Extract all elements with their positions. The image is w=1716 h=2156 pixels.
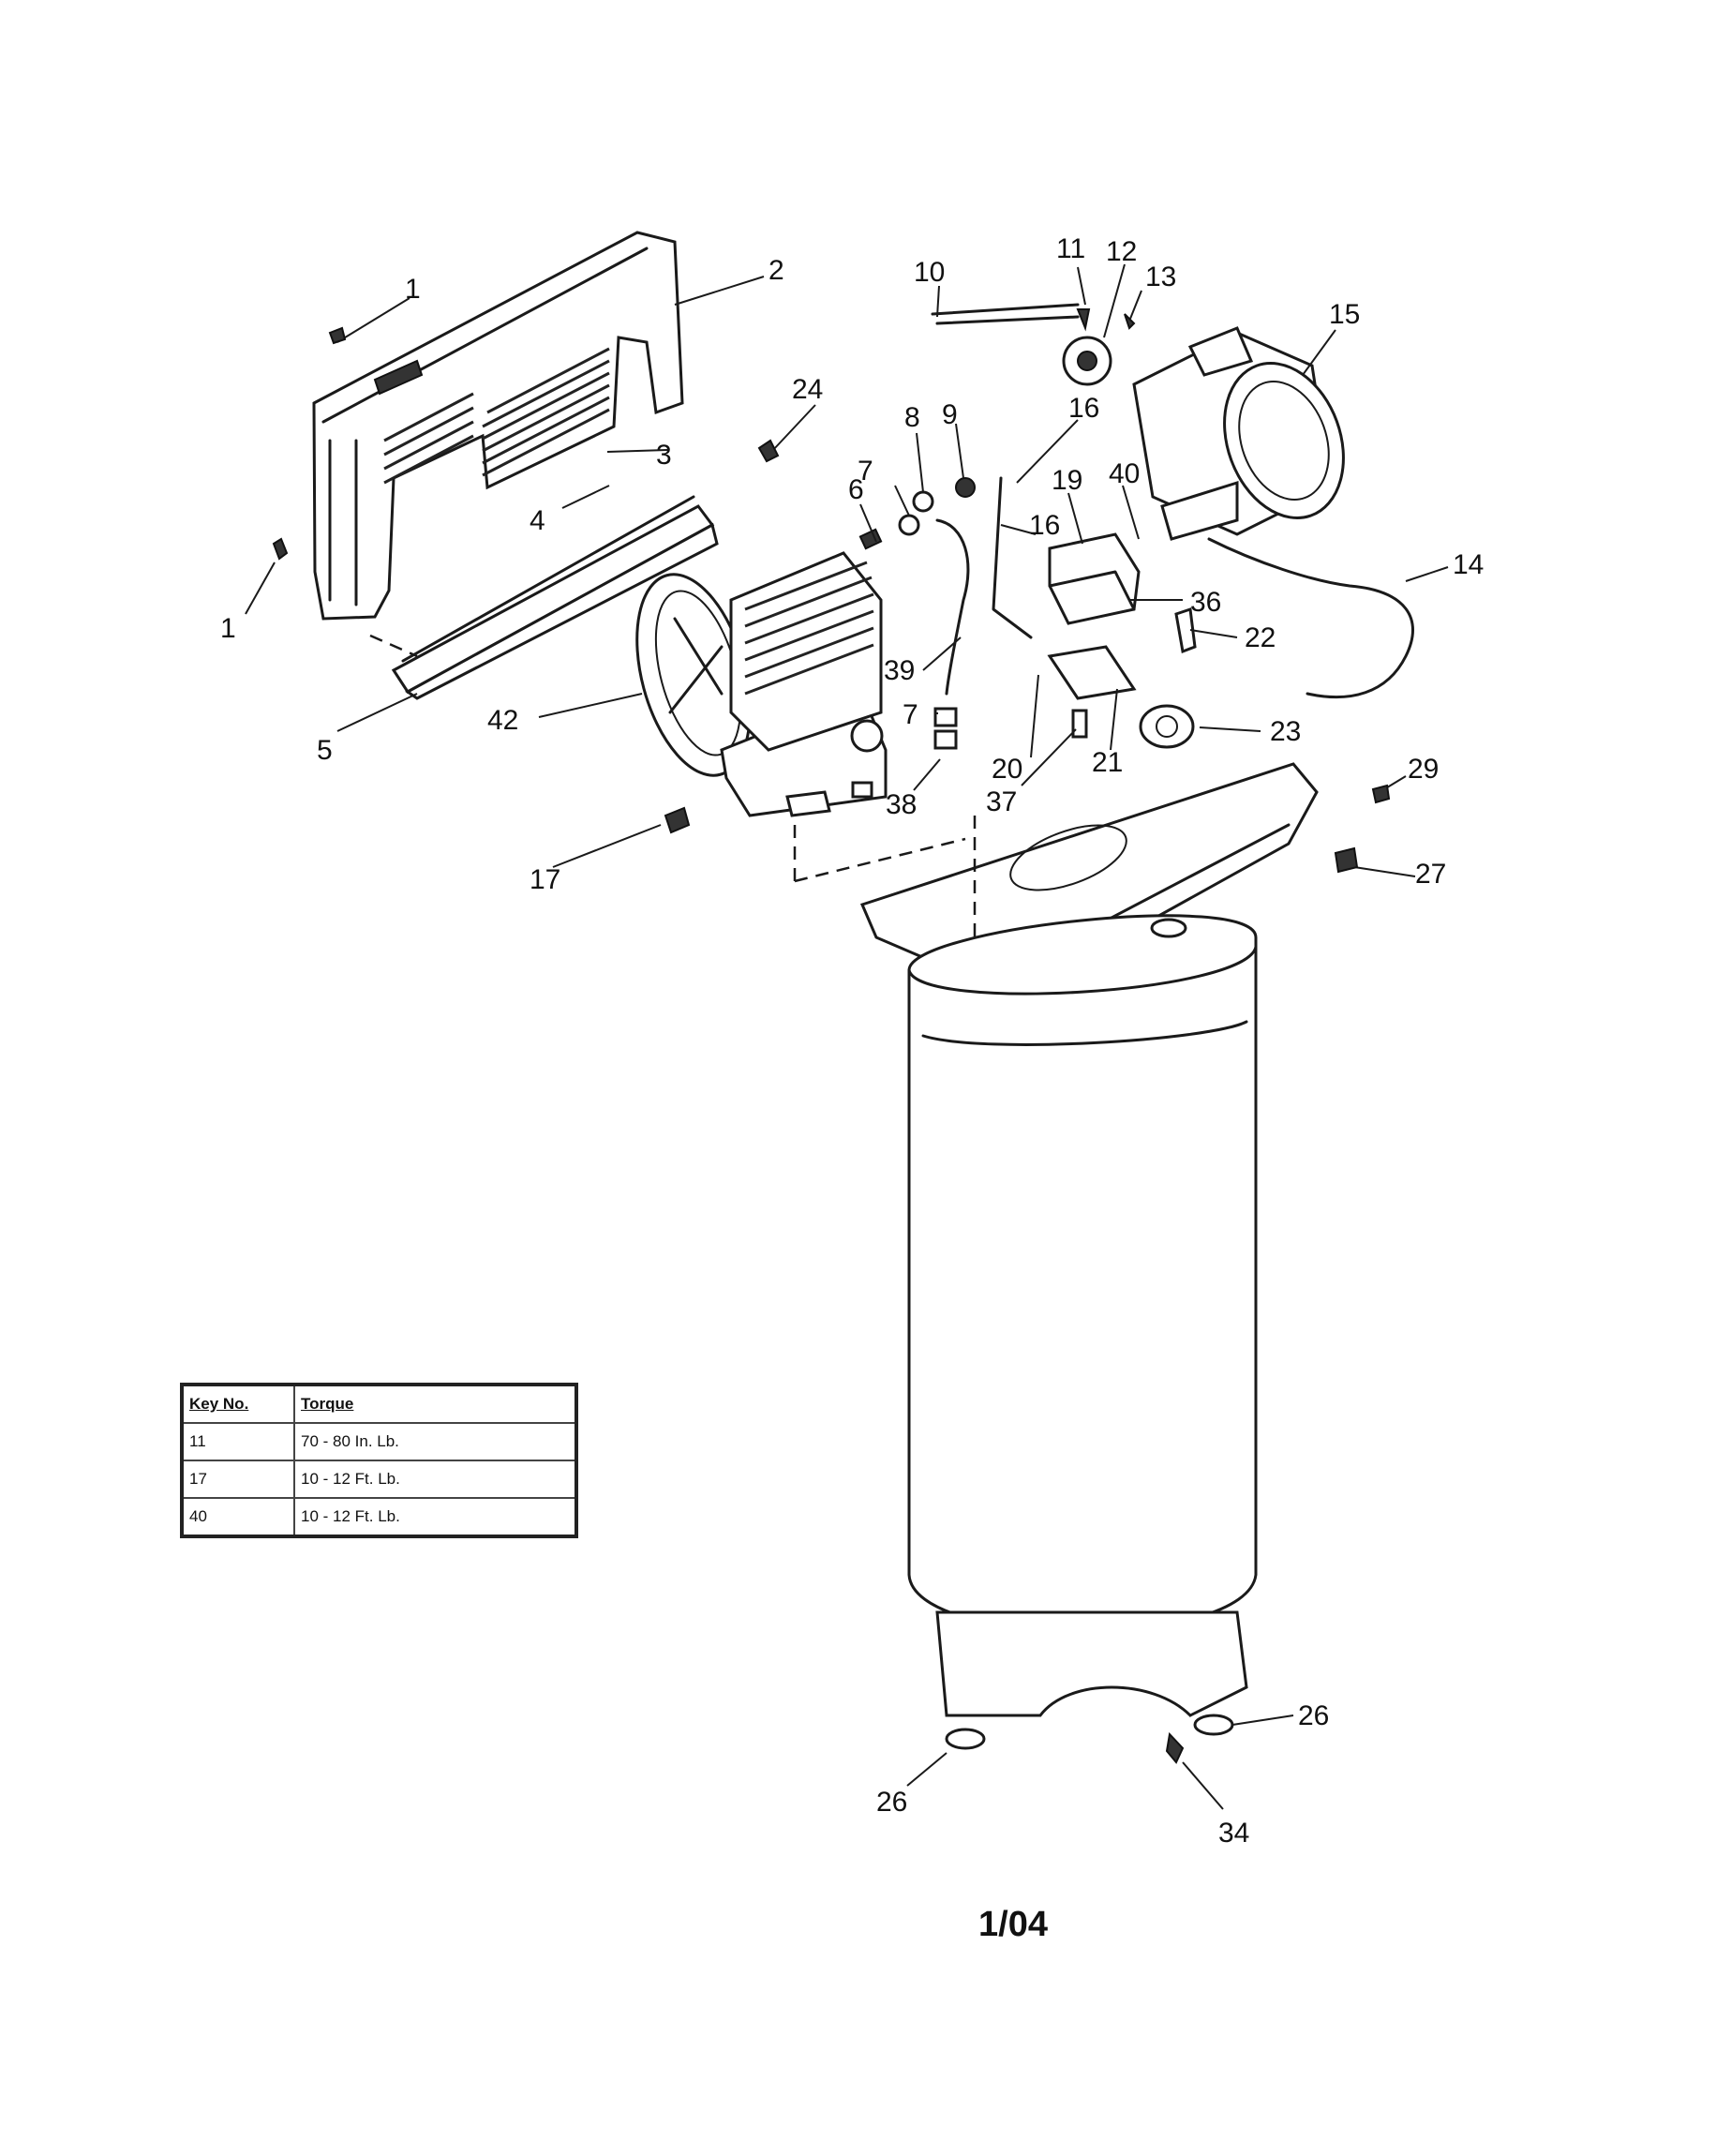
foot-pad (1193, 1714, 1234, 1736)
table-cell: 70 - 80 In. Lb. (293, 1422, 577, 1461)
callout: 4 (530, 505, 545, 536)
callout: 23 (1270, 716, 1301, 747)
callout: 26 (876, 1787, 907, 1818)
drain-valve (1165, 1731, 1185, 1764)
callout: 24 (792, 374, 823, 405)
callout: 37 (986, 786, 1017, 817)
table-row: 40 10 - 12 Ft. Lb. (181, 1497, 577, 1537)
callout: 8 (904, 402, 920, 433)
table-row: 17 10 - 12 Ft. Lb. (181, 1460, 577, 1499)
callout: 1 (405, 274, 421, 305)
table-cell: 17 (181, 1460, 295, 1499)
callout: 6 (848, 474, 864, 505)
callout: 20 (992, 754, 1022, 785)
table-cell: 10 - 12 Ft. Lb. (293, 1460, 577, 1499)
column-header: Key No. (181, 1384, 295, 1424)
callout: 39 (884, 655, 915, 686)
support-rail (369, 495, 719, 700)
callout: 14 (1453, 549, 1484, 580)
motor (1132, 326, 1345, 541)
callout: 42 (487, 705, 518, 736)
callout: 36 (1190, 587, 1221, 618)
callout: 2 (768, 255, 784, 286)
callout: 16 (1029, 510, 1060, 541)
table-header-row: Key No. Torque (181, 1384, 577, 1424)
outlet-tube (935, 518, 970, 696)
belt-guard (312, 231, 684, 621)
callout: 7 (858, 456, 873, 487)
table-cell: 40 (181, 1497, 295, 1537)
callout: 10 (914, 257, 945, 288)
foot-pad (945, 1728, 986, 1750)
leader-lines (245, 263, 1449, 1810)
callout: 11 (1056, 233, 1085, 264)
pump-assembly (635, 551, 888, 817)
table-cell: 10 - 12 Ft. Lb. (293, 1497, 577, 1537)
tank (907, 914, 1258, 1717)
callout: 38 (886, 789, 917, 820)
mounting-bolt (272, 326, 1391, 874)
table-cell: 11 (181, 1422, 295, 1461)
callout: 29 (1408, 754, 1439, 785)
callout: 26 (1298, 1700, 1329, 1731)
callout: 34 (1218, 1818, 1249, 1849)
callout: 19 (1052, 465, 1082, 496)
column-header: Torque (293, 1384, 577, 1424)
callout: 21 (1092, 747, 1123, 778)
pulley-belt (931, 303, 1136, 386)
callout: 16 (1068, 393, 1099, 424)
callout: 22 (1245, 622, 1276, 653)
callout: 27 (1415, 859, 1446, 890)
callout: 12 (1106, 236, 1137, 267)
table-row: 11 70 - 80 In. Lb. (181, 1422, 577, 1461)
callout: 5 (317, 735, 333, 766)
callout-labels: 1 2 3 4 5 1 24 6 7 8 9 10 11 12 13 15 16… (220, 233, 1484, 1849)
callout: 17 (530, 864, 560, 895)
callout: 7 (903, 699, 918, 730)
callout: 13 (1145, 262, 1176, 292)
callout: 15 (1329, 299, 1360, 330)
callout: 40 (1109, 458, 1140, 489)
manifold (1047, 606, 1197, 749)
power-cord (1207, 537, 1414, 699)
fittings (858, 477, 976, 750)
callout: 9 (942, 399, 958, 430)
callout: 3 (656, 440, 672, 471)
bracket (992, 476, 1033, 639)
torque-table: Key No. Torque 11 70 - 80 In. Lb. 17 10 … (180, 1383, 578, 1538)
date-code: 1/04 (978, 1905, 1048, 1944)
callout: 1 (220, 613, 236, 644)
pressure-switch (1048, 532, 1141, 625)
